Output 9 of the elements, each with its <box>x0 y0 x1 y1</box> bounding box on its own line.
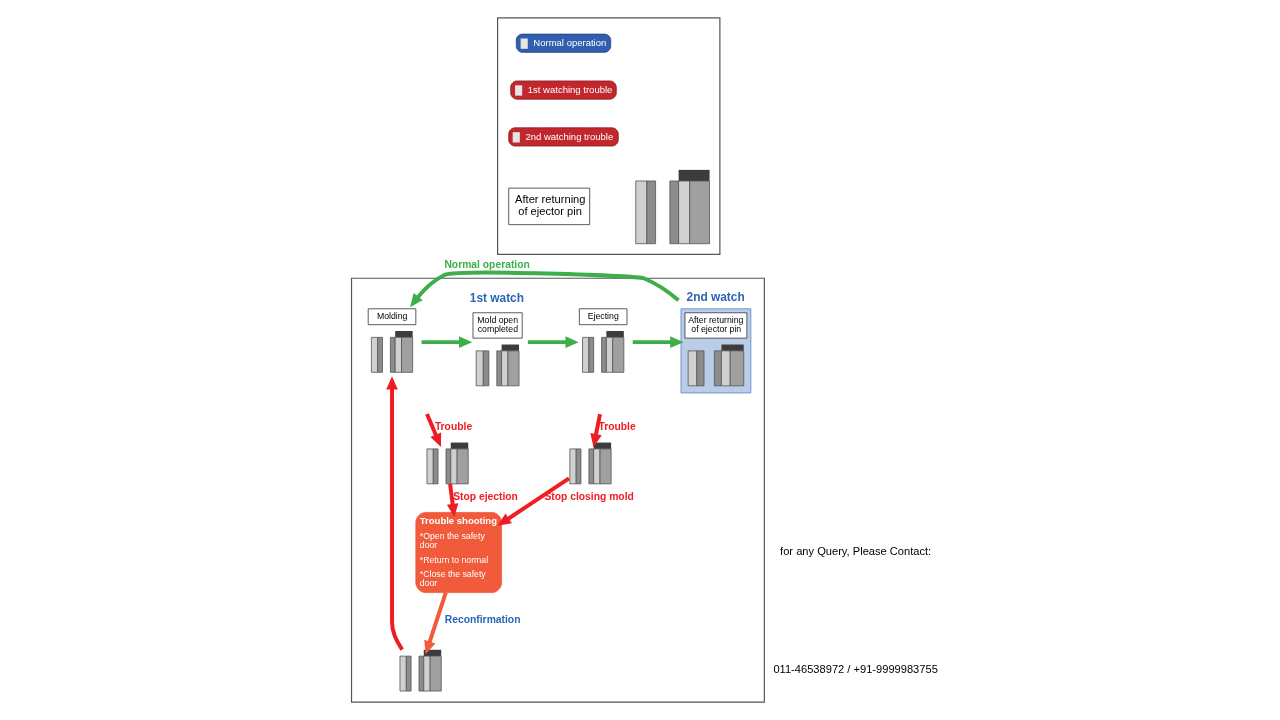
edge-label: Normal operation <box>443 259 530 271</box>
node-label: 2nd watch <box>686 289 745 304</box>
label: for any Query, Please Contact: <box>779 545 931 558</box>
edge-label: Trouble <box>434 421 472 433</box>
edge-label: Trouble <box>597 421 636 433</box>
node-label: 1st watch <box>469 290 524 305</box>
label: 011-46538972 / +91-9999983755 <box>772 663 938 676</box>
edge-label: Reconfirmation <box>444 614 520 626</box>
edge-label: Stop ejection <box>452 491 518 503</box>
